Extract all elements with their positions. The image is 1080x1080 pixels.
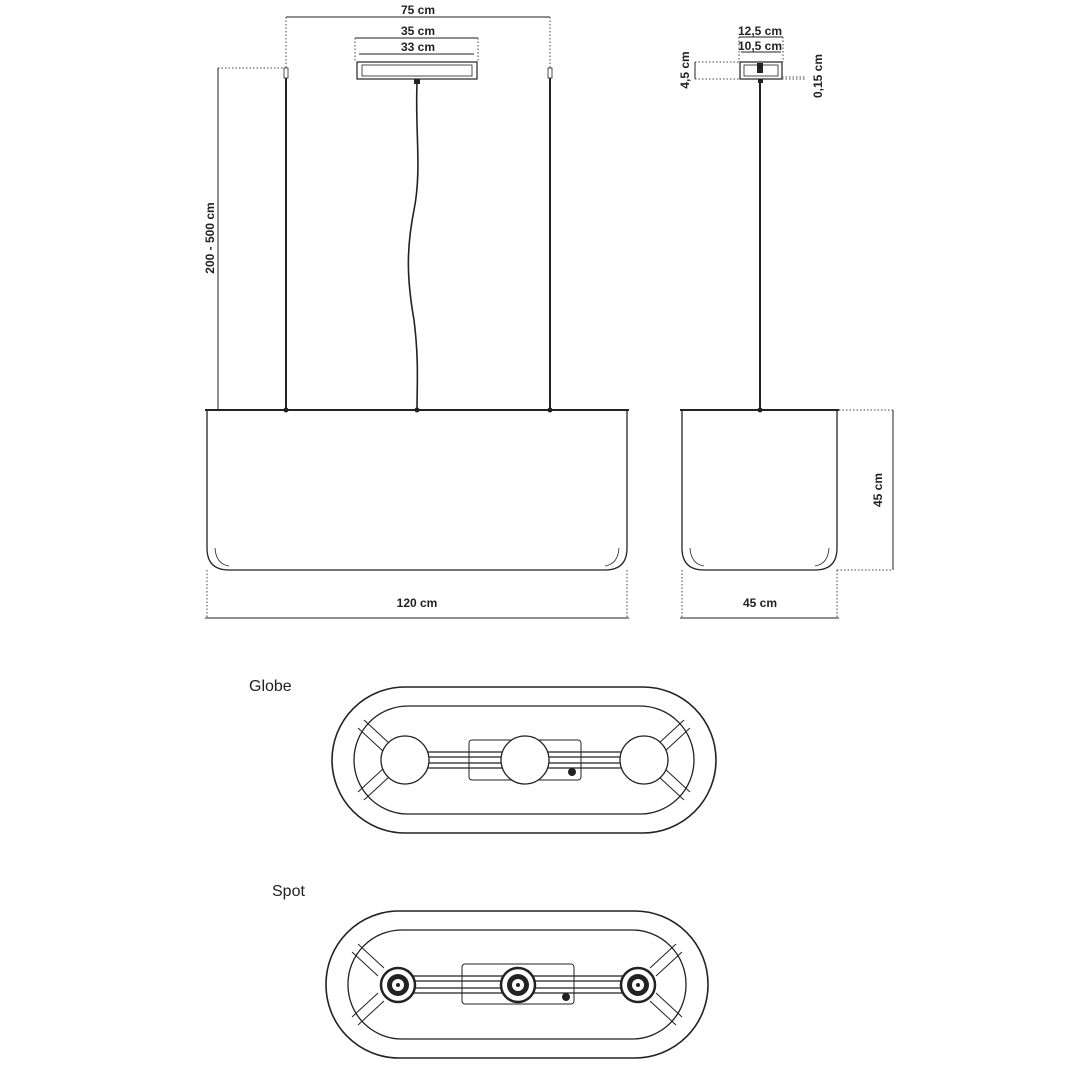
dim-front-width: 120 cm [205,570,629,619]
drop-length-label: 200 - 500 cm [203,202,217,273]
bottom-view-spot: Spot [272,883,709,1059]
dim-side-width: 45 cm [680,570,839,619]
globe-bulb [380,735,430,785]
spot-caption: Spot [272,883,305,900]
globe-bulb [500,735,550,785]
dim-drop-length: 200 - 500 cm [203,67,284,411]
spot-light [499,966,537,1004]
suspension-span-label: 75 cm [401,3,435,17]
lamp-shade-front [205,407,629,571]
side-ceiling-canopy [739,61,783,83]
side-canopy-height-label: 4,5 cm [678,51,692,88]
dim-canopy-width: 35 cm 33 cm [354,24,479,62]
canopy-inner-label: 33 cm [401,40,435,54]
ceiling-canopy [356,61,478,84]
bottom-view-globe: Globe [249,678,717,834]
dim-side-canopy-gap: 0,15 cm [782,54,825,98]
side-view: 12,5 cm 10,5 cm 4,5 cm 0,15 cm [678,24,894,619]
side-canopy-outer-label: 12,5 cm [738,24,782,38]
power-cord [407,83,419,411]
front-width-label: 120 cm [397,596,438,610]
lamp-shade-side [680,407,839,571]
suspension-cables [283,67,553,410]
globe-bulb [619,735,669,785]
canopy-outer-label: 35 cm [401,24,435,38]
front-view: 75 cm 35 cm 33 cm [203,3,629,619]
side-canopy-gap-label: 0,15 cm [811,54,825,98]
globe-caption: Globe [249,678,292,695]
dim-side-canopy-height: 4,5 cm [678,51,740,89]
dim-side-height: 45 cm [837,409,894,571]
dim-suspension-span: 75 cm [285,3,551,68]
side-canopy-inner-label: 10,5 cm [738,39,782,53]
spot-light [379,966,417,1004]
side-height-label: 45 cm [871,473,885,507]
dim-side-canopy-width: 12,5 cm 10,5 cm [738,24,784,62]
spot-light [619,966,657,1004]
side-width-label: 45 cm [743,596,777,610]
